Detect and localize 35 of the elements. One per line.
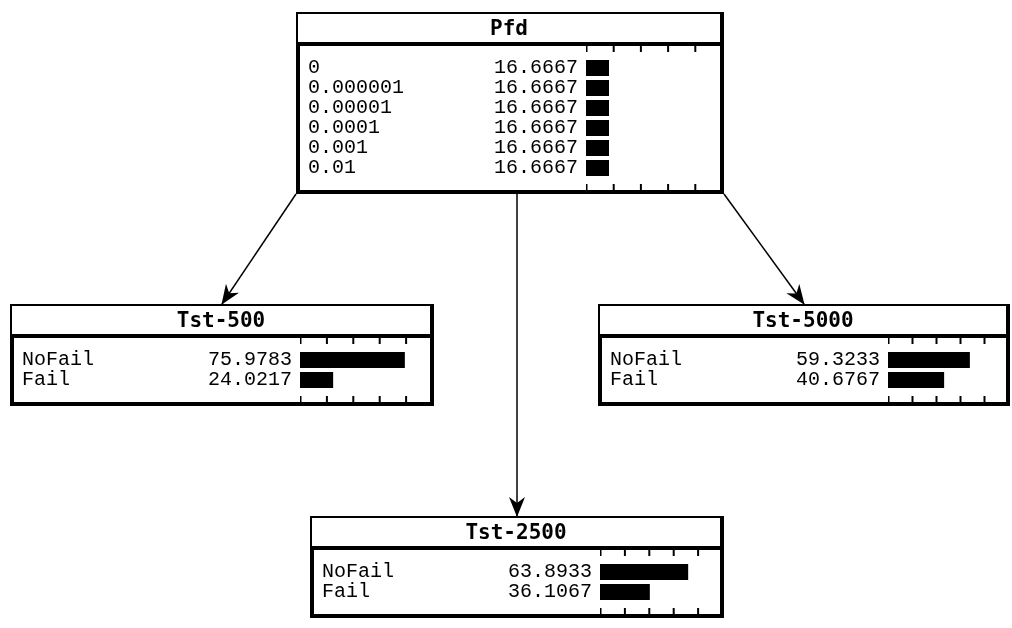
probability-value: 59.3233 xyxy=(796,350,880,370)
node-title: Tst-5000 xyxy=(752,308,854,332)
state-label: NoFail xyxy=(321,562,394,582)
probability-value: 16.6667 xyxy=(494,138,578,158)
probability-value: 16.6667 xyxy=(494,98,578,118)
node-box xyxy=(296,12,724,194)
state-label: 0.001 xyxy=(307,138,368,158)
probability-value: 36.1067 xyxy=(508,582,592,602)
arrow xyxy=(723,193,805,305)
node-title: Tst-2500 xyxy=(465,520,567,544)
state-label: 0.00001 xyxy=(307,98,392,118)
probability-value: 40.6767 xyxy=(796,370,880,390)
probability-value: 24.0217 xyxy=(208,370,292,390)
state-label: 0.000001 xyxy=(307,78,404,98)
state-label: Fail xyxy=(321,582,370,602)
probability-value: 16.6667 xyxy=(494,78,578,98)
state-label: NoFail xyxy=(21,350,94,370)
arrow xyxy=(509,193,525,517)
node-title: Tst-500 xyxy=(176,308,266,332)
arrow xyxy=(221,193,297,305)
state-label: 0.0001 xyxy=(307,118,380,138)
probability-value: 16.6667 xyxy=(494,58,578,78)
node-box xyxy=(598,304,1010,406)
node-title: Pfd xyxy=(490,16,528,40)
state-label: 0.01 xyxy=(307,158,356,178)
probability-value: 16.6667 xyxy=(494,158,578,178)
probability-value: 16.6667 xyxy=(494,118,578,138)
node-box xyxy=(10,304,434,406)
state-label: Fail xyxy=(609,370,658,390)
state-label: 0 xyxy=(307,58,320,78)
node-box xyxy=(310,516,724,618)
probability-value: 75.9783 xyxy=(208,350,292,370)
state-label: NoFail xyxy=(609,350,682,370)
state-label: Fail xyxy=(21,370,70,390)
probability-value: 63.8933 xyxy=(508,562,592,582)
